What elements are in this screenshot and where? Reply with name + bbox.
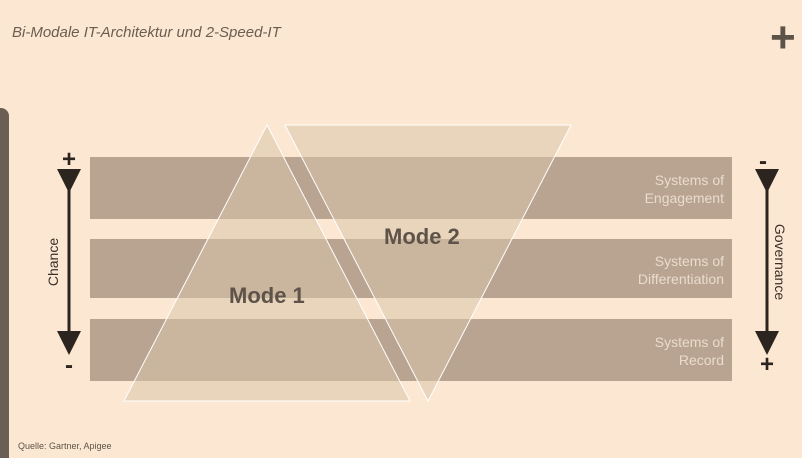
chance-top-sign: + (61, 146, 76, 173)
mode2-triangle (284, 124, 572, 403)
governance-label: Governance (772, 223, 788, 301)
page-title: Bi-Modale IT-Architektur und 2-Speed-IT (12, 24, 281, 41)
band-label-line2: Record (678, 352, 724, 368)
band-label-line2: Differentiation (637, 271, 724, 287)
logo-plus-icon: + (770, 13, 796, 62)
left-accent-strip (0, 108, 9, 458)
mode1-triangle (123, 123, 411, 402)
chance-bottom-sign: - (65, 352, 73, 379)
band-label-line1: Systems of (654, 172, 724, 188)
band-label-line1: Systems of (654, 334, 724, 350)
band-label-line1: Systems of (654, 253, 724, 269)
mode2-label: Mode 2 (384, 224, 460, 249)
band-label-line2: Engagement (644, 190, 724, 206)
governance-top-sign: - (759, 148, 767, 175)
mode1-label: Mode 1 (229, 283, 305, 308)
governance-bottom-sign: + (759, 351, 774, 378)
chance-label: Chance (45, 237, 61, 287)
source-note: Quelle: Gartner, Apigee (18, 441, 112, 451)
